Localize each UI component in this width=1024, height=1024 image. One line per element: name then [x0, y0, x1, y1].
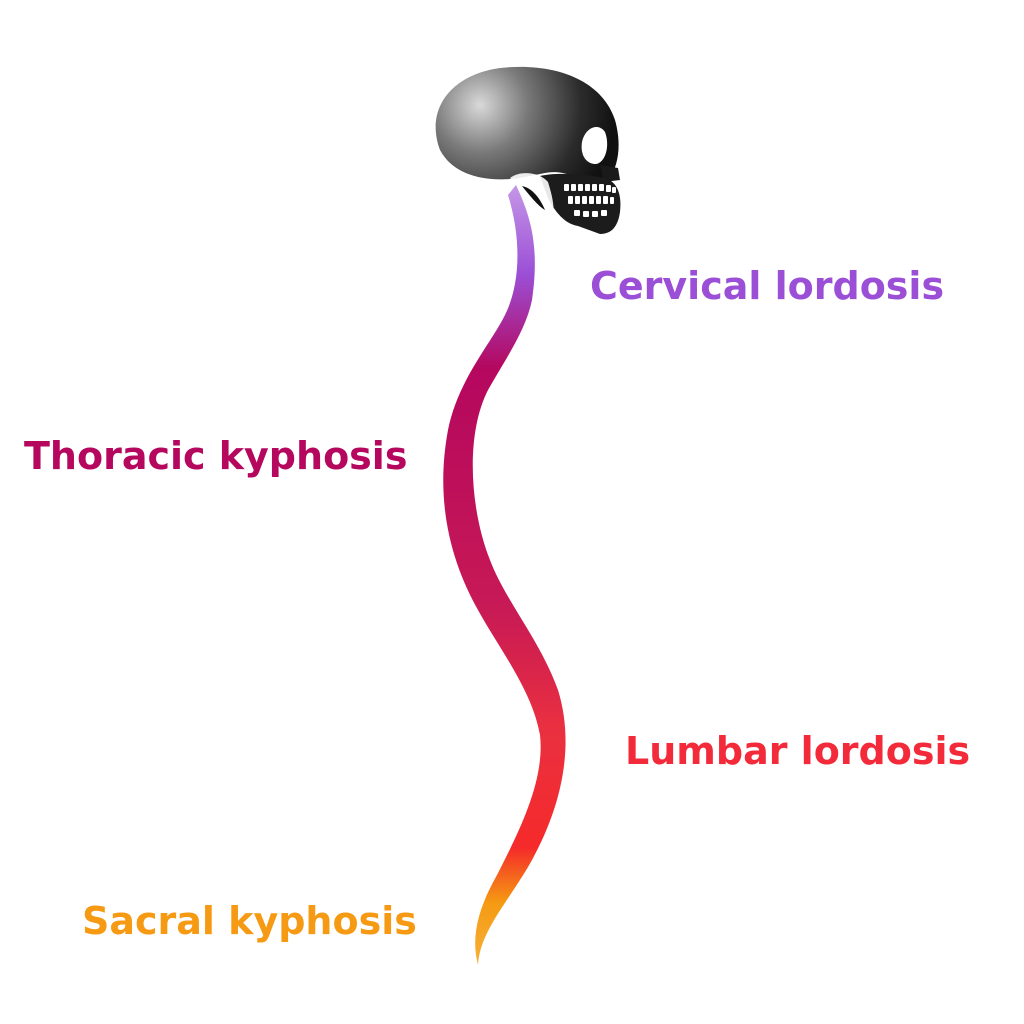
skull-icon — [435, 66, 621, 234]
thoracic-kyphosis-label: Thoracic kyphosis — [24, 434, 408, 478]
spine-curve — [443, 185, 566, 965]
cervical-lordosis-label: Cervical lordosis — [590, 264, 945, 308]
lumbar-lordosis-label: Lumbar lordosis — [625, 729, 971, 773]
sacral-kyphosis-label: Sacral kyphosis — [82, 899, 417, 943]
